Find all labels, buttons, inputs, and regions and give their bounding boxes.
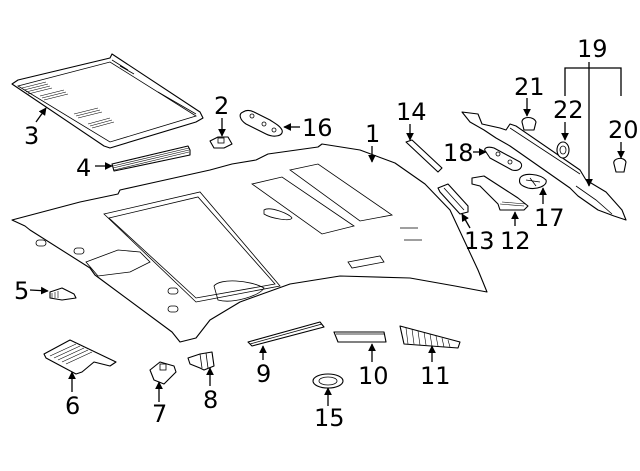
part-10-absorber [333, 331, 387, 343]
part-19-rear-rail [461, 111, 627, 221]
callout-12: 12 [500, 227, 531, 255]
leader-3 [35, 107, 47, 123]
callout-10: 10 [358, 362, 389, 390]
part-15-cover [312, 373, 344, 389]
part-7-retainer [149, 361, 177, 385]
callout-16: 16 [302, 114, 333, 142]
part-8-bracket [187, 351, 215, 371]
callout-4: 4 [76, 154, 91, 182]
callout-15: 15 [314, 404, 345, 432]
callout-21: 21 [514, 73, 545, 101]
callout-labels: 1 2 3 4 5 6 7 8 9 10 11 12 13 14 15 16 1… [14, 35, 639, 432]
callout-6: 6 [65, 392, 80, 420]
callout-1: 1 [365, 120, 380, 148]
part-22-grommet [556, 141, 570, 159]
part-1-headliner [11, 143, 488, 343]
callout-5: 5 [14, 277, 29, 305]
callout-3: 3 [24, 122, 39, 150]
part-20-clip [613, 157, 627, 173]
part-5-clip [49, 287, 77, 301]
callout-22: 22 [553, 96, 584, 124]
part-9-trim-strip [247, 321, 325, 347]
callout-8: 8 [203, 386, 218, 414]
part-12-bracket [471, 175, 529, 211]
callout-14: 14 [396, 98, 427, 126]
callout-17: 17 [534, 204, 565, 232]
callout-18: 18 [443, 139, 474, 167]
callout-2: 2 [214, 92, 229, 120]
part-6-insulator-pad [43, 339, 117, 375]
part-4-seal-strip [111, 145, 191, 172]
part-3-sunshade [11, 53, 204, 149]
part-13-absorber [437, 183, 469, 215]
callout-20: 20 [608, 116, 639, 144]
part-14-pad [405, 139, 443, 173]
leader-5 [29, 286, 49, 295]
leader-lines [29, 62, 625, 406]
callout-13: 13 [464, 227, 495, 255]
part-11-insulator [399, 325, 461, 349]
part-16-bracket [239, 109, 283, 137]
callout-7: 7 [152, 400, 167, 428]
part-2-clip [209, 136, 233, 149]
leader-19-bracket [564, 67, 622, 96]
callout-11: 11 [420, 362, 451, 390]
leader-13 [461, 213, 471, 229]
part-21-clip [521, 116, 537, 131]
callout-19: 19 [577, 35, 608, 63]
callout-9: 9 [256, 360, 271, 388]
part-17-cover [518, 173, 547, 190]
